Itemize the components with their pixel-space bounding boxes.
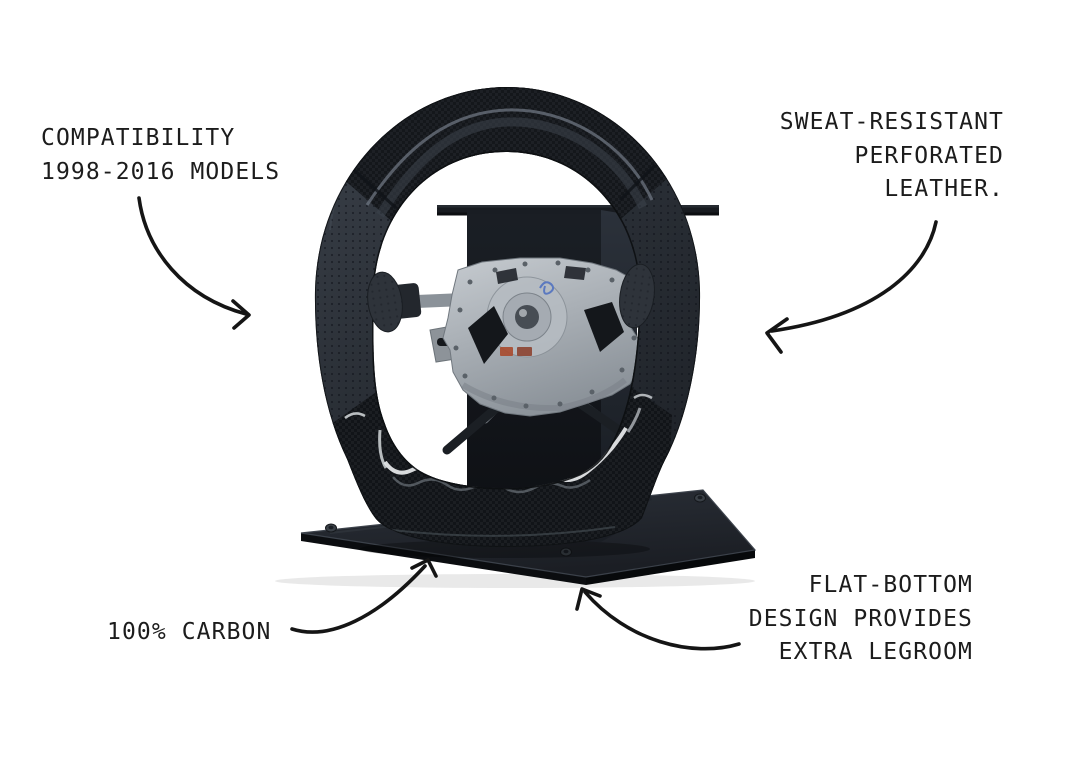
callout-line: FLAT-BOTTOM: [808, 572, 973, 598]
floor-shadow: [275, 574, 755, 588]
callout-line: DESIGN PROVIDES: [748, 605, 973, 632]
hub-center-boss: [486, 276, 568, 358]
callout-line: 100% CARBON: [107, 619, 272, 645]
hub-lower-arm: [442, 400, 505, 455]
hub-cutout: [564, 266, 586, 280]
callout-flat-bottom: FLAT-BOTTOM DESIGN PROVIDES EXTRA LEGROO…: [749, 569, 973, 670]
wheel-shadow: [360, 540, 650, 558]
left-thumb-rest: [367, 271, 403, 333]
callout-line: PERFORATED: [854, 142, 1004, 169]
hub-cutout: [468, 306, 508, 364]
curved-arrow-top-left-icon: [137, 196, 251, 330]
base-plate-screw: [694, 493, 706, 503]
base-plate-screw: [560, 547, 572, 557]
rim-outer-edge: [314, 87, 701, 547]
hub-red-marking: [500, 347, 513, 356]
callout-leather: SWEAT-RESISTANT PERFORATED LEATHER.: [780, 106, 1004, 207]
callout-carbon: 100% CARBON: [107, 616, 271, 650]
hub-shading: [461, 377, 627, 412]
steering-wheel-hub: [373, 257, 654, 455]
right-thumb-rest: [619, 263, 655, 329]
hub-blue-marking: [539, 281, 555, 295]
callout-line: COMPATIBILITY: [41, 125, 236, 151]
curved-arrow-bottom-right-icon: [575, 587, 741, 651]
curved-arrow-top-right-icon: [765, 220, 938, 354]
base-plate-screw: [325, 523, 337, 533]
callout-line: 1998-2016 MODELS: [41, 158, 281, 185]
callout-line: SWEAT-RESISTANT: [779, 109, 1004, 135]
callout-line: EXTRA LEGROOM: [778, 639, 973, 665]
curved-arrow-bottom-left-icon: [290, 558, 438, 634]
callout-compatibility: COMPATIBILITY 1998-2016 MODELS: [41, 122, 280, 189]
callout-line: LEATHER.: [884, 176, 1004, 202]
hub-cutout: [496, 268, 518, 284]
hub-red-marking: [517, 347, 532, 356]
hub-cutout: [584, 302, 624, 352]
